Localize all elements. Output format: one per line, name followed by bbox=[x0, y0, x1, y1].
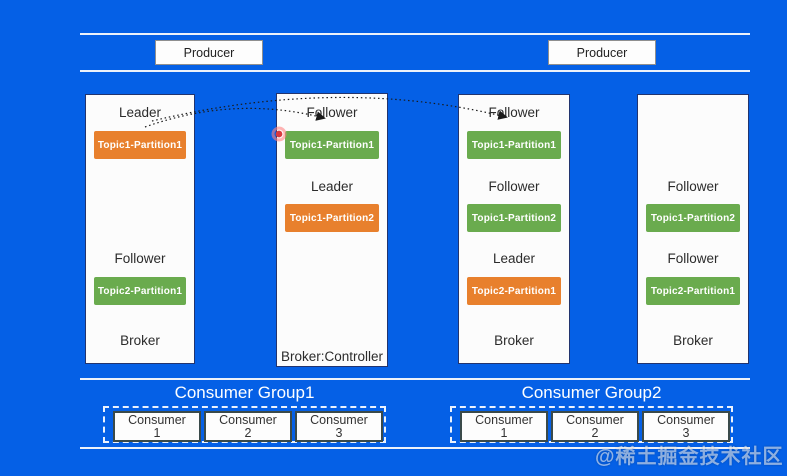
broker-name: Broker:Controller bbox=[280, 349, 384, 364]
broker-name: Broker bbox=[673, 333, 713, 348]
role-label: Follower bbox=[114, 251, 166, 266]
role-label: Follower bbox=[306, 105, 358, 120]
partition-box-follower: Topic2-Partition1 bbox=[94, 277, 186, 305]
producer-box-right: Producer bbox=[548, 40, 656, 65]
role-label: Leader bbox=[310, 179, 354, 194]
producer-label: Producer bbox=[183, 45, 235, 60]
consumer-group1-title: Consumer Group1 bbox=[174, 383, 315, 402]
producer-label: Producer bbox=[576, 45, 628, 60]
partition-box-follower: Topic2-Partition1 bbox=[646, 277, 740, 305]
consumer-group1-container: Consumer 1 Consumer 2 Consumer 3 bbox=[103, 406, 386, 443]
divider-consumer-top bbox=[80, 378, 750, 380]
divider-producer-bottom bbox=[80, 70, 750, 72]
role-label: Follower bbox=[667, 251, 719, 266]
consumer-group2-container: Consumer 1 Consumer 2 Consumer 3 bbox=[450, 406, 733, 443]
watermark: @稀土掘金技术社区 bbox=[595, 446, 784, 468]
consumer-box: Consumer 3 bbox=[642, 411, 730, 442]
divider-bottom bbox=[80, 447, 750, 449]
partition-box-follower: Topic1-Partition1 bbox=[467, 131, 561, 159]
consumer-box: Consumer 1 bbox=[460, 411, 548, 442]
role-label: Leader bbox=[492, 251, 536, 266]
broker-1-column: Leader Topic1-Partition1 Follower Topic2… bbox=[85, 94, 195, 364]
consumer-box: Consumer 2 bbox=[551, 411, 639, 442]
producer-box-left: Producer bbox=[155, 40, 263, 65]
role-label: Follower bbox=[667, 179, 719, 194]
role-label: Follower bbox=[488, 105, 540, 120]
partition-box-follower: Topic1-Partition1 bbox=[285, 131, 379, 159]
role-label: Leader bbox=[118, 105, 162, 120]
divider-top bbox=[80, 33, 750, 35]
partition-box-follower: Topic1-Partition2 bbox=[646, 204, 740, 232]
broker-3-column: Follower Topic1-Partition1 Follower Topi… bbox=[458, 94, 570, 364]
role-label: Follower bbox=[488, 179, 540, 194]
partition-box-leader: Topic2-Partition1 bbox=[467, 277, 561, 305]
consumer-box: Consumer 3 bbox=[295, 411, 383, 442]
broker-name: Broker bbox=[494, 333, 534, 348]
consumer-group2-title: Consumer Group2 bbox=[521, 383, 662, 402]
partition-box-leader: Topic1-Partition1 bbox=[94, 131, 186, 159]
partition-box-follower: Topic1-Partition2 bbox=[467, 204, 561, 232]
partition-box-leader: Topic1-Partition2 bbox=[285, 204, 379, 232]
broker-4-column: Follower Topic1-Partition2 Follower Topi… bbox=[637, 94, 749, 364]
broker-name: Broker bbox=[120, 333, 160, 348]
broker-2-column: Follower Topic1-Partition1 Leader Topic1… bbox=[276, 93, 388, 367]
consumer-box: Consumer 2 bbox=[204, 411, 292, 442]
consumer-box: Consumer 1 bbox=[113, 411, 201, 442]
